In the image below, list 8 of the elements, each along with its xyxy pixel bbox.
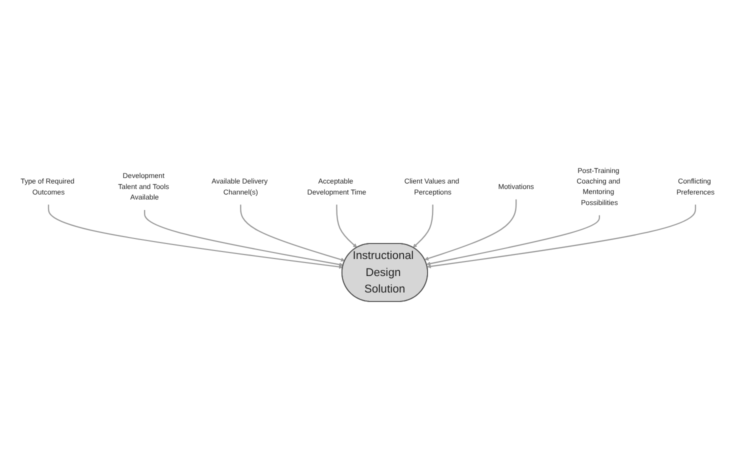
arrow [424,200,517,261]
arrow [427,205,696,269]
arrow [412,205,434,248]
arrow [336,205,358,248]
arrow [144,210,344,267]
arrow [240,205,345,262]
arrow [48,205,343,270]
arrow [426,216,600,266]
